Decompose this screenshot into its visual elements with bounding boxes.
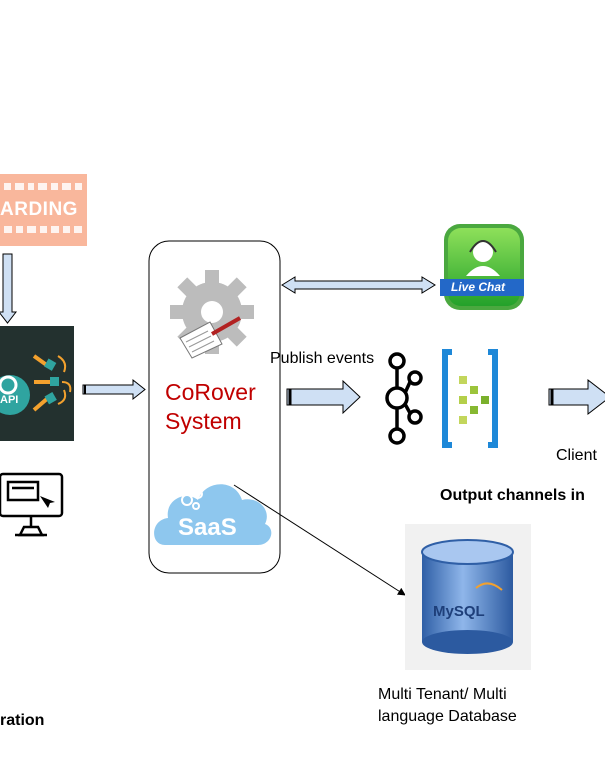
live-chat-label: Live Chat <box>451 280 506 294</box>
corover-title-line1: CoRover <box>165 379 256 405</box>
integration-label: ration <box>0 712 45 729</box>
saas-to-db-arrow <box>233 484 406 596</box>
live-chat-icon <box>440 224 524 310</box>
mysql-logo-text: MySQL <box>433 603 485 620</box>
database-label-line2: language Database <box>378 708 517 725</box>
corover-system-box <box>148 240 281 574</box>
database-label-line1: Multi Tenant/ Multi <box>378 686 507 703</box>
publish-events-arrow <box>286 379 361 415</box>
mysql-database-icon <box>405 524 531 670</box>
event-hub-icon <box>442 349 498 448</box>
client-label: Client <box>556 447 597 464</box>
down-arrow <box>0 253 18 324</box>
saas-cloud-icon <box>154 484 272 545</box>
corover-title-line2: System <box>165 408 242 434</box>
bidirectional-arrow <box>281 276 436 294</box>
monitor-icon <box>0 472 64 537</box>
api-to-corover-arrow <box>82 378 146 401</box>
output-channels-label: Output channels in <box>440 487 585 504</box>
api-label: API <box>0 394 19 406</box>
to-client-arrow <box>548 378 605 416</box>
publish-events-label: Publish events <box>270 350 375 367</box>
saas-label: SaaS <box>178 514 237 541</box>
api-icon <box>0 326 74 441</box>
onboarding-banner <box>0 174 87 246</box>
onboarding-banner-text: ARDING <box>0 199 78 220</box>
kafka-icon <box>385 352 423 445</box>
